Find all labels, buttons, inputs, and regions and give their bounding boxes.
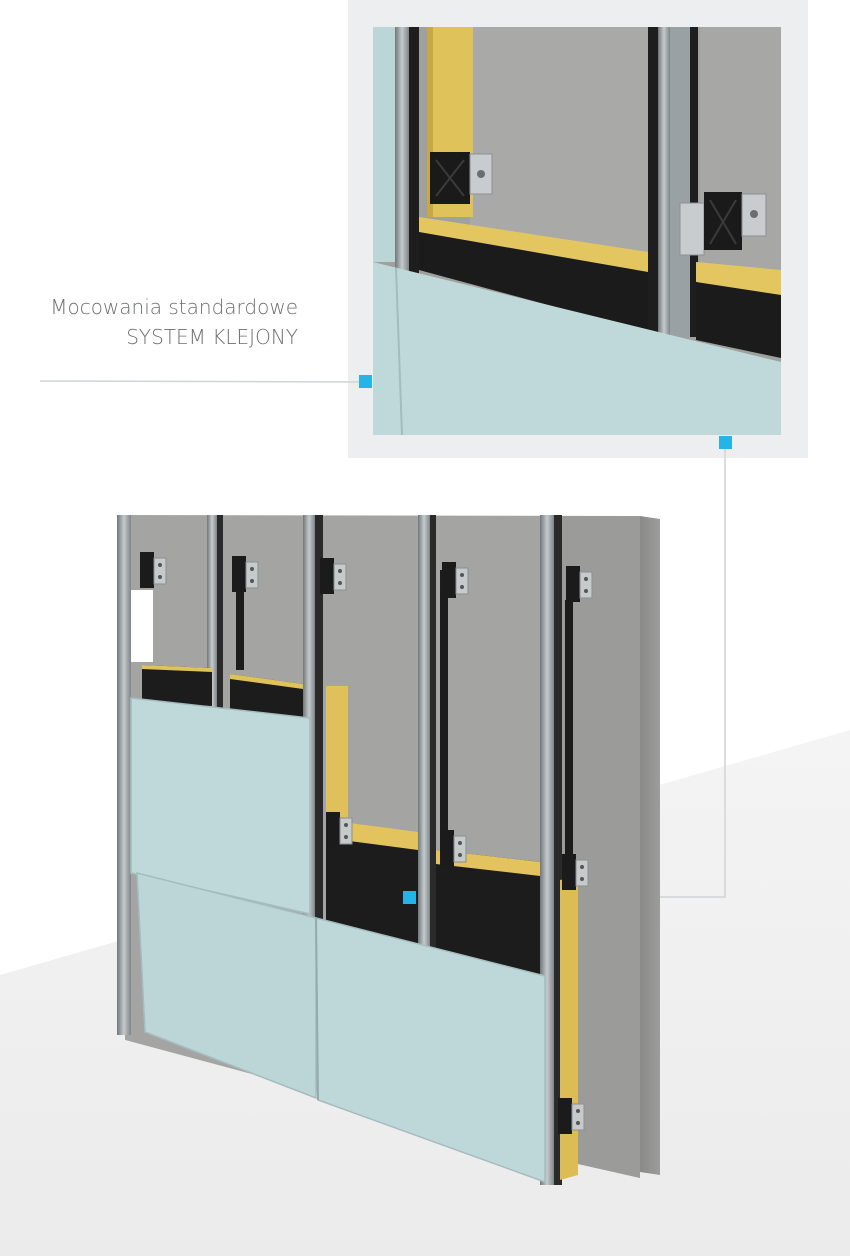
cladding-panel <box>373 262 781 435</box>
marker-square-icon <box>403 891 416 904</box>
callout-title: Mocowania standardowe <box>50 295 298 319</box>
bracket-icon <box>679 192 767 256</box>
cladding-panel <box>136 872 317 1100</box>
bracket-icon <box>430 152 493 204</box>
callout-leader-line <box>39 380 364 383</box>
callout-subtitle: SYSTEM KLEJONY <box>126 325 298 349</box>
callout-label: Mocowania standardowe SYSTEM KLEJONY <box>50 292 298 352</box>
marker-square-icon <box>359 375 372 388</box>
detail-view <box>373 27 781 436</box>
cladding-panel <box>130 697 311 915</box>
facade-assembly <box>117 515 660 1185</box>
marker-square-icon <box>719 436 732 449</box>
